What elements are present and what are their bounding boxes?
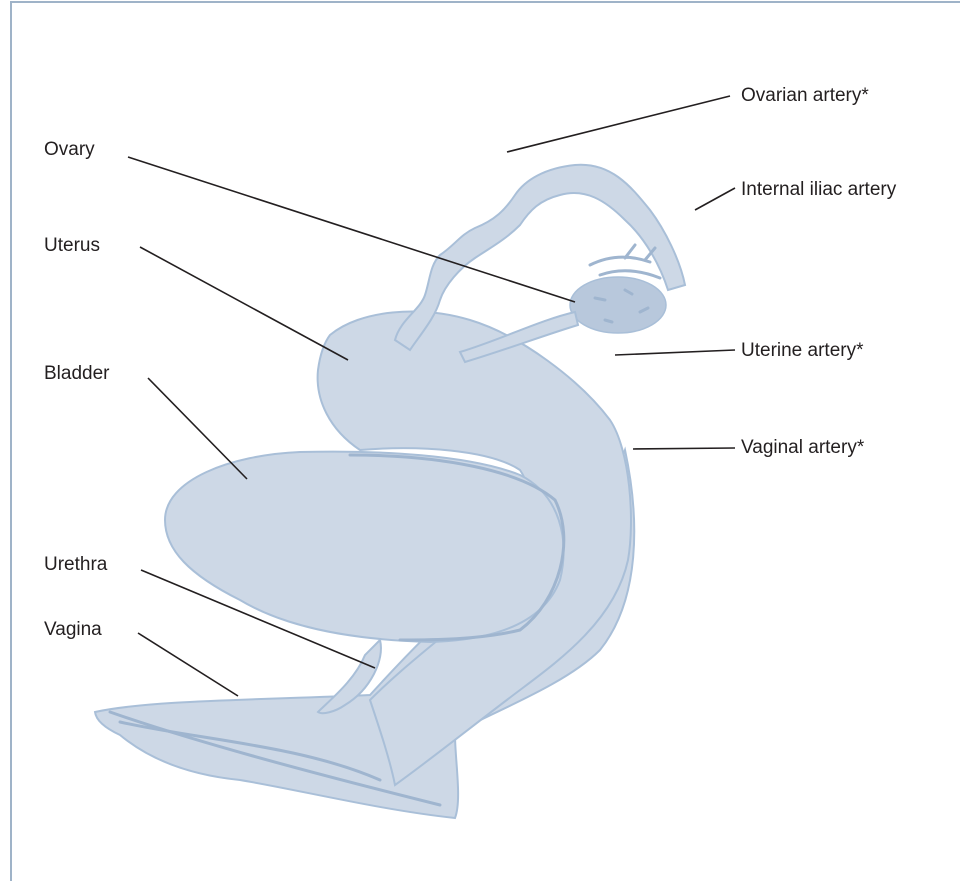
label-urethra: Urethra [44, 555, 107, 574]
label-ovary: Ovary [44, 140, 95, 159]
label-uterus: Uterus [44, 236, 100, 255]
leader-uterine-artery [615, 350, 735, 355]
ovary-shape [570, 277, 666, 333]
label-internal-iliac-artery: Internal iliac artery [741, 180, 896, 199]
label-bladder: Bladder [44, 364, 110, 383]
bladder-shape [165, 452, 564, 642]
leader-uterus [140, 247, 348, 360]
label-vaginal-artery: Vaginal artery* [741, 438, 864, 457]
label-vagina: Vagina [44, 620, 102, 639]
leader-vaginal-artery [633, 448, 735, 449]
leader-bladder [148, 378, 247, 479]
leader-ovarian-artery [507, 96, 730, 152]
label-ovarian-artery: Ovarian artery* [741, 86, 869, 105]
leader-vagina [138, 633, 238, 696]
label-uterine-artery: Uterine artery* [741, 341, 864, 360]
leader-internal-iliac-artery [695, 188, 735, 210]
